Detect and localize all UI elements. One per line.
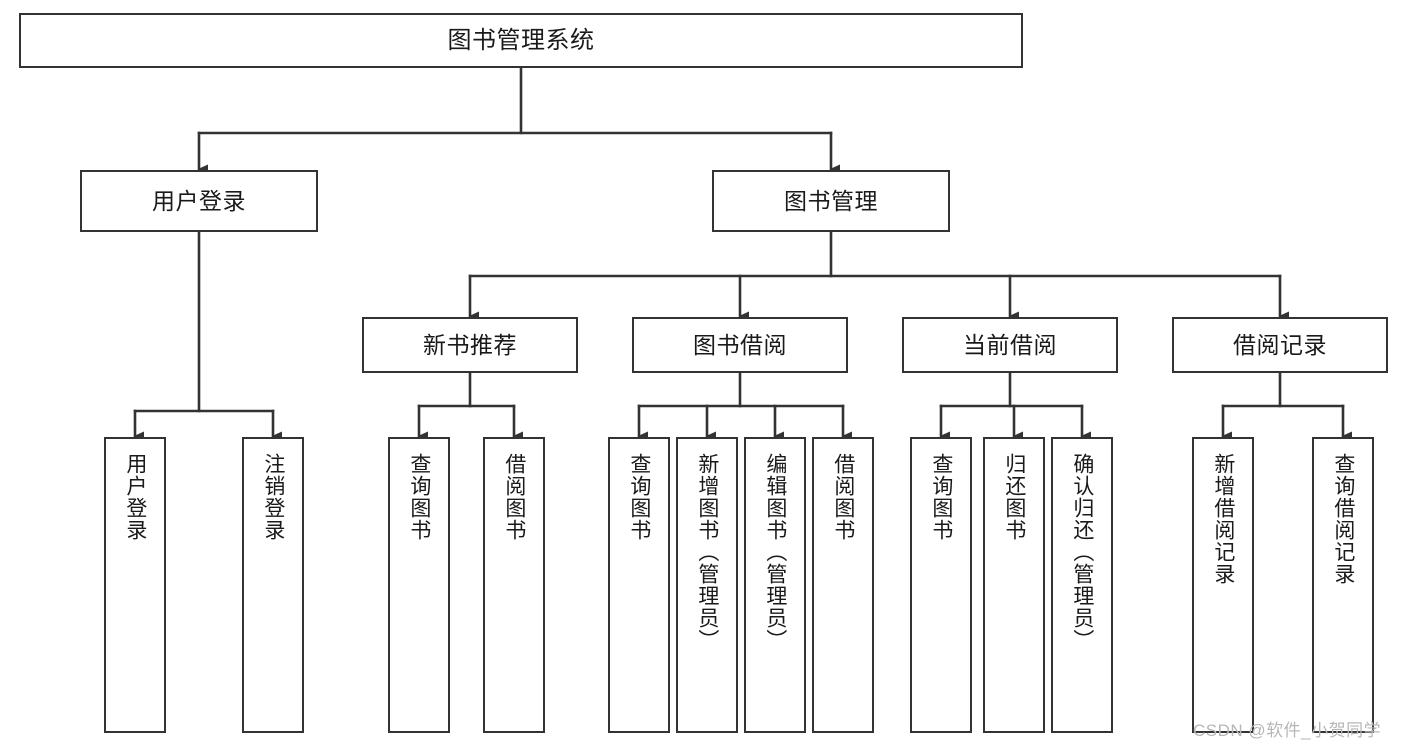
node-login[interactable]: 用户登录	[80, 170, 318, 232]
node-label: 借阅图书	[831, 453, 855, 541]
node-label: 当前借阅	[963, 331, 1057, 358]
node-label: 确认归还（管理员）	[1070, 453, 1094, 651]
node-label: 编辑图书（管理员）	[763, 453, 787, 651]
node-label: 查询图书	[627, 453, 651, 541]
node-l-borrow2[interactable]: 借阅图书	[812, 437, 874, 733]
node-label: 用户登录	[123, 453, 147, 541]
node-label: 借阅记录	[1233, 331, 1327, 358]
node-newbook[interactable]: 新书推荐	[362, 317, 578, 373]
csdn-watermark: CSDN @软件_小贺同学	[1193, 721, 1382, 740]
node-l-editbook[interactable]: 编辑图书（管理员）	[744, 437, 806, 733]
node-l-borrow1[interactable]: 借阅图书	[483, 437, 545, 733]
node-label: 注销登录	[261, 453, 285, 541]
node-l-userlogin[interactable]: 用户登录	[104, 437, 166, 733]
node-root[interactable]: 图书管理系统	[19, 13, 1023, 68]
node-label: 新增借阅记录	[1211, 453, 1235, 585]
node-label: 新增图书（管理员）	[695, 453, 719, 651]
node-label: 查询借阅记录	[1331, 453, 1355, 585]
node-label: 用户登录	[152, 187, 246, 214]
node-label: 归还图书	[1002, 453, 1026, 541]
node-current[interactable]: 当前借阅	[902, 317, 1118, 373]
node-label: 查询图书	[407, 453, 431, 541]
node-l-query3[interactable]: 查询图书	[910, 437, 972, 733]
node-label: 新书推荐	[423, 331, 517, 358]
node-bookmgmt[interactable]: 图书管理	[712, 170, 950, 232]
node-l-query2[interactable]: 查询图书	[608, 437, 670, 733]
node-l-return[interactable]: 归还图书	[983, 437, 1045, 733]
node-l-addrec[interactable]: 新增借阅记录	[1192, 437, 1254, 733]
node-label: 图书管理	[784, 187, 878, 214]
node-l-queryrec[interactable]: 查询借阅记录	[1312, 437, 1374, 733]
node-l-addbook[interactable]: 新增图书（管理员）	[676, 437, 738, 733]
node-borrow[interactable]: 图书借阅	[632, 317, 848, 373]
node-l-query1[interactable]: 查询图书	[388, 437, 450, 733]
node-l-confirm[interactable]: 确认归还（管理员）	[1051, 437, 1113, 733]
node-label: 借阅图书	[502, 453, 526, 541]
node-label: 图书管理系统	[447, 26, 595, 54]
node-label: 图书借阅	[693, 331, 787, 358]
node-l-logout[interactable]: 注销登录	[242, 437, 304, 733]
node-label: 查询图书	[929, 453, 953, 541]
node-records[interactable]: 借阅记录	[1172, 317, 1388, 373]
